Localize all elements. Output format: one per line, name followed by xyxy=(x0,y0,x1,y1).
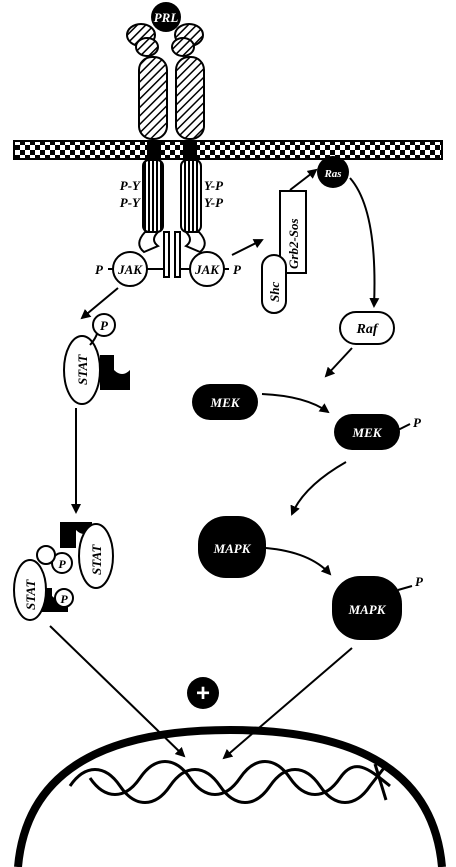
py-left-1: P-Y xyxy=(120,178,141,193)
arrow-grb2-to-ras xyxy=(290,170,316,190)
stat-monomer: STAT P xyxy=(64,314,130,404)
arrow-raf-to-mek xyxy=(326,348,352,376)
mek-p-label: MEK xyxy=(352,425,383,440)
mek-label: MEK xyxy=(210,395,241,410)
jak-right-phospho: P xyxy=(233,262,242,277)
mapk-label: MAPK xyxy=(213,541,252,556)
mapk-p-label: MAPK xyxy=(348,602,387,617)
stat-single-phospho: P xyxy=(100,318,109,333)
mek-p-phospho: P xyxy=(413,415,422,430)
stat-dimer-phospho-2: P xyxy=(60,592,68,606)
stat-dimer-bottom-label: STAT xyxy=(23,579,38,610)
arrow-jak-to-shc xyxy=(232,240,262,255)
prl-label: PRL xyxy=(154,10,179,25)
arrow-mek-to-mekp xyxy=(262,394,328,412)
shc-grb2-complex: Grb2-Sos Shc xyxy=(262,191,306,313)
jak-right-label: JAK xyxy=(194,262,220,277)
mapk-p-phospho: P xyxy=(415,574,424,589)
mapk-node: MAPK xyxy=(198,516,266,578)
mek-phosphorylated: MEK P xyxy=(334,414,422,450)
jak-left-phospho: P xyxy=(95,262,104,277)
phospho-tyrosines: P-Y P-Y Y-P Y-P xyxy=(120,178,224,210)
plus-sign: + xyxy=(187,677,219,709)
raf-label: Raf xyxy=(356,322,379,337)
grb2-sos-label: Grb2-Sos xyxy=(286,218,301,269)
stat-dimer-phospho-1: P xyxy=(58,557,66,571)
arrow-ras-to-raf xyxy=(350,178,375,306)
ras-label: Ras xyxy=(323,168,341,180)
stat-dimer: STAT P STAT P xyxy=(14,522,113,620)
ras-node: Ras xyxy=(317,156,349,188)
arrow-jak-to-stat xyxy=(82,288,118,318)
py-right-2: Y-P xyxy=(204,195,224,210)
py-right-1: Y-P xyxy=(204,178,224,193)
arrow-mekp-to-mapk xyxy=(292,462,346,514)
shc-label: Shc xyxy=(267,282,282,302)
py-left-2: P-Y xyxy=(120,195,141,210)
jak-left-label: JAK xyxy=(117,262,143,277)
prolactin-receptor xyxy=(127,24,204,139)
stat-dimer-top-label: STAT xyxy=(89,544,104,575)
jak-right: JAK P xyxy=(180,252,242,286)
dna-helix xyxy=(70,762,390,803)
prl-ligand: PRL xyxy=(151,2,181,32)
stat-single-label: STAT xyxy=(75,354,90,385)
raf-node: Raf xyxy=(340,312,394,344)
jak-left: JAK P xyxy=(95,252,164,286)
nucleus xyxy=(18,730,442,867)
plus-label: + xyxy=(196,680,210,707)
cell-membrane xyxy=(14,141,442,159)
mek-node: MEK xyxy=(192,384,258,420)
arrow-mapk-to-mapkp xyxy=(266,548,330,574)
mapk-phosphorylated: MAPK P xyxy=(332,574,424,640)
